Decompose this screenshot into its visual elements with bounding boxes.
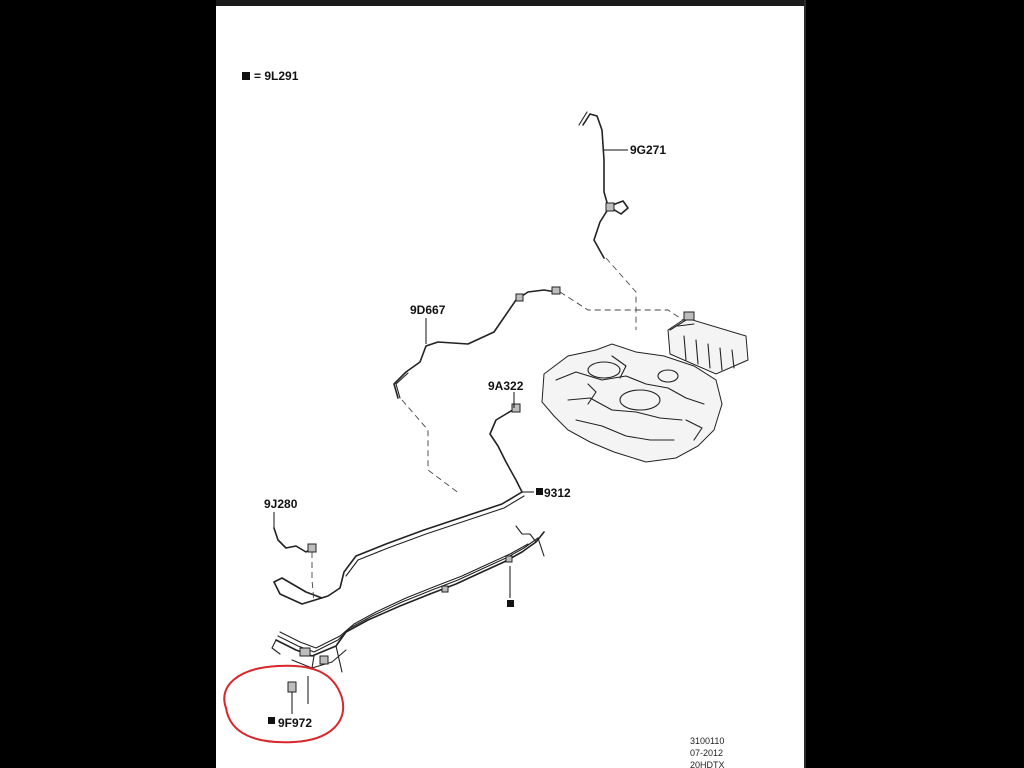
bundle-square-icon	[507, 600, 514, 607]
tube-9j280	[273, 512, 317, 553]
fuel-line-bundle	[271, 525, 545, 673]
callout-9a322: 9A322	[488, 379, 524, 393]
callout-9f972: 9F972	[278, 716, 312, 730]
legend-text: = 9L291	[254, 69, 299, 83]
part-9f972	[268, 676, 309, 724]
sheet-right-border	[804, 0, 806, 768]
part-9312-square-icon	[536, 488, 543, 495]
connector-9j280	[311, 552, 315, 603]
evap-canister	[667, 311, 749, 375]
connector-9g271	[605, 257, 637, 330]
legend: = 9L291	[242, 69, 299, 83]
connector-9d667-canister	[559, 291, 687, 323]
callout-9312: 9312	[544, 486, 571, 500]
line-9312	[273, 488, 543, 605]
red-annotation-circle	[223, 664, 345, 744]
reference-code: 20HDTX	[690, 760, 725, 768]
callout-9d667: 9D667	[410, 303, 446, 317]
fuel-tank	[541, 343, 723, 463]
legend-square-icon	[242, 72, 250, 80]
sheet-top-border	[216, 0, 806, 6]
callout-9g271: 9G271	[630, 143, 666, 157]
tube-9g271	[578, 111, 629, 259]
diagram-sheet: .tube { fill: none; stroke: #222; stroke…	[216, 0, 806, 768]
tube-9a322	[489, 392, 523, 493]
callout-9j280: 9J280	[264, 497, 298, 511]
reference-number: 3100110	[690, 736, 724, 746]
connector-9d667-lower	[401, 399, 461, 495]
drawing-reference: 3100110 07-2012 20HDTX	[690, 736, 725, 768]
tube-9d667	[393, 286, 561, 399]
fuel-system-diagram: .tube { fill: none; stroke: #222; stroke…	[223, 69, 749, 768]
part-9f972-square-icon	[268, 717, 275, 724]
reference-date: 07-2012	[690, 748, 723, 758]
